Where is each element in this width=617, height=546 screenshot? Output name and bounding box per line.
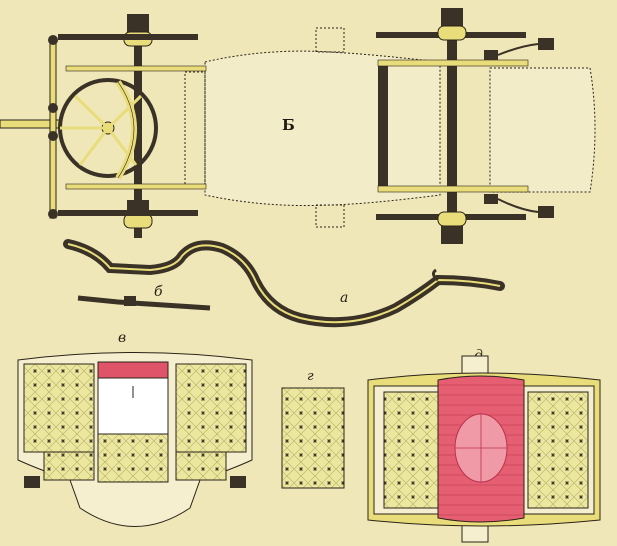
- rear-axle-icon: [447, 12, 457, 244]
- body-outline: [204, 50, 441, 207]
- label-top-view: Б: [282, 116, 295, 134]
- label-spring: а: [340, 290, 348, 306]
- back-panel-red: [97, 361, 169, 379]
- seat-icon: [527, 391, 589, 509]
- label-bracket: б: [154, 284, 163, 300]
- wheel-icon: [437, 8, 467, 244]
- label-cushion: г: [307, 369, 314, 384]
- cushion-view: г: [281, 369, 345, 489]
- seat-icon: [175, 363, 247, 453]
- step-top: [315, 27, 345, 53]
- step-bottom: [315, 204, 345, 228]
- undercarriage-top-view: Б: [0, 8, 596, 244]
- front-interior-view: д: [367, 348, 601, 543]
- seat-icon: [383, 391, 439, 509]
- front-axle-icon: [134, 18, 142, 238]
- bracket-icon: [77, 295, 211, 311]
- label-rear-interior: в: [118, 330, 126, 346]
- perch-spring-drawing: а б: [63, 239, 505, 328]
- rear-interior-view: в: [17, 330, 253, 527]
- fifth-wheel-icon: [58, 78, 158, 180]
- cushion-icon: [281, 387, 345, 489]
- seat-icon: [23, 363, 95, 453]
- lantern-icon: [484, 38, 554, 218]
